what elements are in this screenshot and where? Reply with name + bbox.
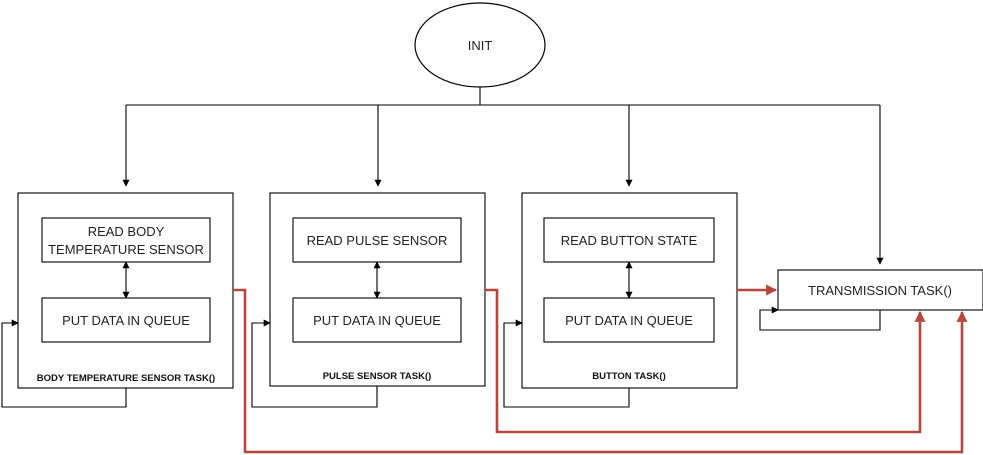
read-pulse-label: READ PULSE SENSOR bbox=[307, 233, 448, 248]
put-data-queue-label: PUT DATA IN QUEUE bbox=[62, 313, 190, 328]
body-temp-loop-arrow bbox=[1, 319, 127, 408]
put-data-queue-box bbox=[292, 297, 462, 343]
init-label: INIT bbox=[468, 38, 493, 53]
put-data-queue-box bbox=[41, 297, 211, 343]
queue-data-flow-lines bbox=[233, 284, 968, 454]
button-task: READ BUTTON STATE PUT DATA IN QUEUE BUTT… bbox=[503, 192, 738, 408]
put-data-queue-label: PUT DATA IN QUEUE bbox=[313, 313, 441, 328]
read-button-box bbox=[543, 217, 715, 263]
transmission-loop-arrow bbox=[759, 306, 881, 331]
body-temp-sensor-task: READ BODY TEMPERATURE SENSOR PUT DATA IN… bbox=[1, 192, 234, 408]
read-pulse-box bbox=[292, 217, 462, 263]
put-data-queue-box bbox=[543, 297, 715, 343]
init-distribution-lines bbox=[122, 87, 884, 265]
button-task-title: BUTTON TASK() bbox=[592, 371, 666, 382]
transmission-task: TRANSMISSION TASK() bbox=[759, 269, 983, 331]
body-temp-task-title: BODY TEMPERATURE SENSOR TASK() bbox=[37, 373, 215, 384]
transmission-label: TRANSMISSION TASK() bbox=[808, 283, 952, 298]
pulse-loop-arrow bbox=[251, 319, 378, 408]
transmission-box bbox=[777, 269, 983, 311]
read-body-temp-line2: TEMPERATURE SENSOR bbox=[48, 242, 204, 257]
pulse-task-title: PULSE SENSOR TASK() bbox=[323, 371, 432, 382]
read-body-temp-line1: READ BODY bbox=[88, 224, 165, 239]
pulse-to-transmission-flow bbox=[485, 288, 926, 434]
pulse-sensor-task: READ PULSE SENSOR PUT DATA IN QUEUE PULS… bbox=[251, 192, 486, 408]
button-loop-arrow bbox=[503, 319, 630, 408]
read-button-label: READ BUTTON STATE bbox=[561, 233, 698, 248]
body-temp-to-transmission-flow bbox=[233, 288, 968, 454]
put-data-queue-label: PUT DATA IN QUEUE bbox=[565, 313, 693, 328]
